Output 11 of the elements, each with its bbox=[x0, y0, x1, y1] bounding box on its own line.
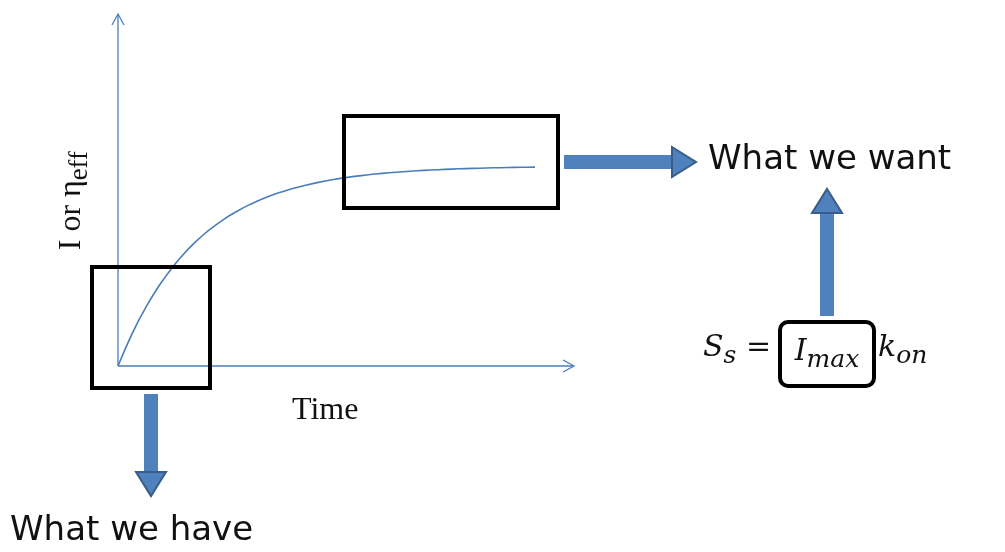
block-arrow bbox=[135, 394, 167, 497]
annotation-text: What we have bbox=[10, 508, 254, 548]
block-arrow bbox=[811, 188, 843, 316]
annotation-text: What we want bbox=[708, 137, 952, 177]
axis-label: Time bbox=[292, 390, 359, 427]
equation-text: S$_{s}$ = bbox=[703, 328, 772, 369]
block-arrow bbox=[564, 146, 697, 178]
highlight-box bbox=[90, 265, 212, 390]
highlighted-term: I$_{max}$ bbox=[778, 320, 876, 388]
equation-text: k$_{on}$ bbox=[878, 328, 928, 369]
highlight-box bbox=[342, 114, 560, 210]
